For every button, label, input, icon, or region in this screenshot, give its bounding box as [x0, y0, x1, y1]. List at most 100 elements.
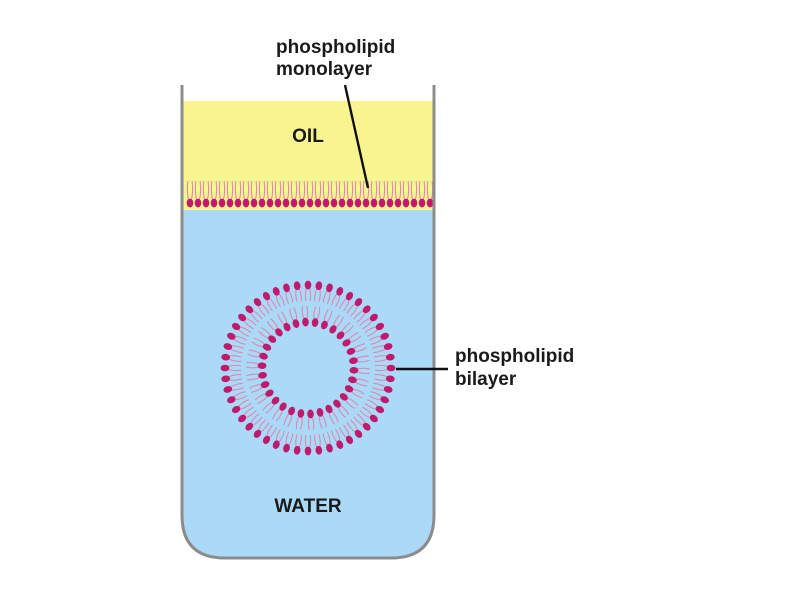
monolayer-lipid [202, 180, 210, 208]
monolayer-lipid [386, 180, 394, 208]
monolayer-lipid [210, 180, 218, 208]
lipid-tail [359, 410, 371, 419]
outer-leaflet-lipid [373, 353, 395, 362]
lipid-head [218, 198, 226, 208]
lipid-tail [186, 180, 190, 201]
outer-leaflet-lipid [223, 382, 245, 393]
lipid-head [292, 319, 300, 328]
lipid-head [326, 283, 333, 293]
lipid-tail [350, 180, 354, 201]
lipid-tail [214, 180, 218, 201]
inner-leaflet-lipid [257, 326, 277, 343]
monolayer-leader-line [343, 84, 370, 189]
outer-leaflet-lipid [371, 382, 393, 393]
lipid-tail [353, 416, 364, 427]
lipid-head [380, 332, 389, 340]
outer-leaflet-lipid [374, 364, 396, 372]
lipid-tail [350, 391, 363, 399]
lipid-head [349, 366, 359, 374]
lipid-tail [249, 312, 260, 323]
lipid-head [362, 422, 371, 431]
lipid-head [272, 287, 280, 296]
lipid-head [369, 414, 378, 423]
lipid-head [315, 281, 323, 291]
lipid-head [245, 305, 254, 314]
monolayer-lipid [410, 180, 418, 208]
outer-leaflet-lipid [223, 343, 245, 354]
lipid-tail [245, 366, 260, 369]
lipid-head [253, 298, 262, 307]
lipid-tail [275, 294, 281, 308]
lipid-head [369, 313, 378, 322]
lipid-tail [322, 180, 326, 201]
lipid-head [354, 429, 363, 438]
outer-leaflet-lipid [262, 424, 277, 445]
lipid-tail [373, 348, 386, 354]
lipid-tail [246, 180, 250, 201]
lipid-tail [335, 294, 341, 308]
lipid-tail [247, 353, 261, 358]
monolayer-label-line2: monolayer [276, 59, 373, 80]
lipid-tail [287, 414, 293, 427]
lipid-tail [210, 180, 214, 201]
lipid-tail [318, 180, 322, 201]
lipid-tail [270, 318, 279, 330]
inner-leaflet-lipid [249, 381, 270, 393]
lipid-tail [295, 433, 298, 448]
outer-leaflet-lipid [331, 287, 344, 308]
lipid-tail [326, 310, 333, 324]
inner-leaflet-lipid [349, 366, 371, 375]
lipid-tail [282, 180, 286, 201]
lipid-tail [206, 180, 210, 201]
lipid-head [386, 364, 396, 372]
lipid-head [402, 198, 410, 208]
lipid-tail [382, 180, 386, 201]
lipid-tail [262, 401, 273, 411]
lipid-tail [414, 180, 418, 201]
lipid-tail [260, 422, 270, 433]
lipid-head [293, 445, 301, 455]
lipid-head [345, 291, 354, 301]
lipid-tail [289, 308, 295, 322]
inner-leaflet-lipid [262, 396, 280, 414]
lipid-tail [371, 345, 385, 350]
monolayer-lipid [186, 180, 194, 208]
outer-leaflet-lipid [373, 374, 395, 383]
lipid-tail [260, 303, 270, 314]
lipid-tail [260, 326, 272, 337]
outer-leaflet-lipid [364, 399, 385, 414]
lipid-tail [339, 404, 350, 416]
lipid-tail [386, 180, 390, 201]
lipid-tail [257, 419, 266, 431]
lipid-head [260, 381, 270, 389]
lipid-tail [239, 326, 252, 334]
lipid-tail [314, 288, 318, 302]
lipid-head [385, 375, 395, 383]
lipid-tail [218, 180, 222, 201]
lipid-tail [410, 180, 414, 201]
lipid-tail [341, 322, 351, 333]
monolayer-lipid [338, 180, 346, 208]
lipid-tail [354, 381, 368, 387]
outer-leaflet-lipid [272, 287, 285, 308]
lipid-tail [228, 358, 242, 362]
lipid-tail [368, 335, 382, 341]
lipid-head [227, 396, 236, 404]
lipid-tail [237, 328, 250, 337]
inner-leaflet-lipid [348, 376, 369, 387]
lipid-tail [246, 361, 260, 365]
lipid-tail [346, 303, 356, 314]
lipid-tail [362, 180, 366, 201]
outer-leaflet-lipid [231, 322, 252, 337]
outer-leaflet-lipid [231, 399, 252, 414]
lipid-tail [331, 293, 338, 306]
lipid-head [394, 198, 402, 208]
lipid-head [290, 198, 298, 208]
lipid-tail [374, 180, 378, 201]
lipid-head [315, 445, 323, 455]
lipid-head [385, 353, 395, 361]
lipid-tail [344, 399, 356, 410]
lipid-head [322, 198, 330, 208]
lipid-head [383, 386, 393, 393]
lipid-tail [230, 348, 243, 354]
